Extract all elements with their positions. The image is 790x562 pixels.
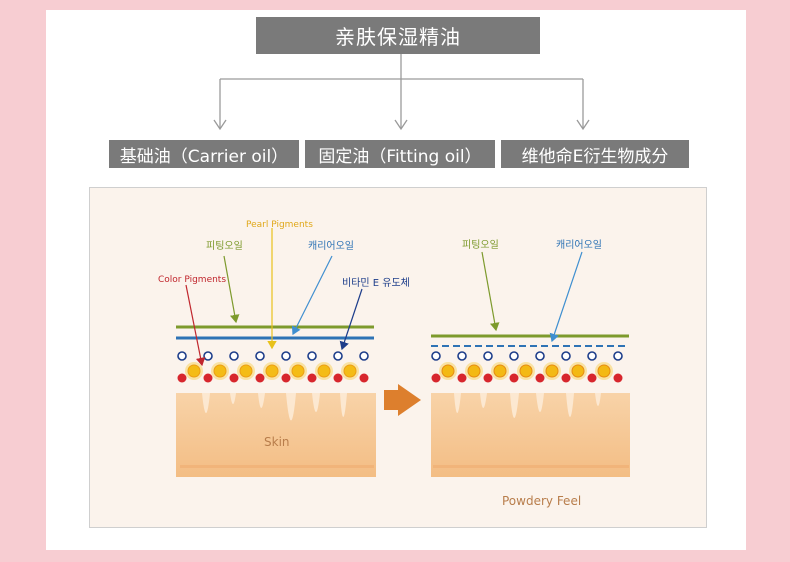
skin-label: Skin (264, 435, 290, 449)
label-carrier-oil-left: 캐리어오일 (308, 240, 354, 252)
label-fitting-oil-right: 피팅오일 (462, 239, 499, 251)
left-pearl-row (185, 362, 359, 380)
left-skin-line (180, 465, 374, 468)
arrowhead-left (213, 119, 227, 131)
left-color-row (177, 373, 369, 383)
category-vitamin-e: 维他命E衍生物成分 (501, 140, 689, 168)
label-color-pigments: Color Pigments (158, 275, 226, 285)
vitamin-pointer (339, 288, 363, 351)
right-fitting-pointer (481, 251, 500, 332)
label-pearl-pigments: Pearl Pigments (246, 220, 313, 230)
layer-diagram: Skin (89, 187, 707, 528)
right-carrier-pointer (549, 251, 583, 343)
left-vitamin-row (177, 351, 369, 361)
left-skin-block: Skin (176, 393, 376, 477)
page-title: 亲肤保湿精油 (256, 17, 540, 54)
fitting-pointer (223, 255, 240, 324)
label-fitting-oil-left: 피팅오일 (206, 240, 243, 252)
carrier-pointer (291, 255, 333, 336)
category-carrier-oil: 基础油（Carrier oil） (109, 140, 299, 168)
label-vitamin-e: 비타민 E 유도체 (342, 277, 410, 289)
right-vitamin-row (431, 351, 623, 361)
arrowhead-center (394, 119, 408, 131)
layer-diagram-svg: Skin (158, 220, 630, 508)
arrowhead-right (576, 119, 590, 131)
color-pointer (185, 284, 206, 367)
right-skin-block (431, 393, 630, 477)
right-skin (431, 393, 630, 477)
right-skin-line (433, 465, 629, 468)
right-color-row (431, 373, 623, 383)
label-powdery-feel: Powdery Feel (502, 494, 581, 508)
label-carrier-oil-right: 캐리어오일 (556, 239, 602, 251)
transition-arrow (384, 384, 421, 416)
category-fitting-oil: 固定油（Fitting oil） (305, 140, 495, 168)
right-pearl-row (439, 362, 613, 380)
